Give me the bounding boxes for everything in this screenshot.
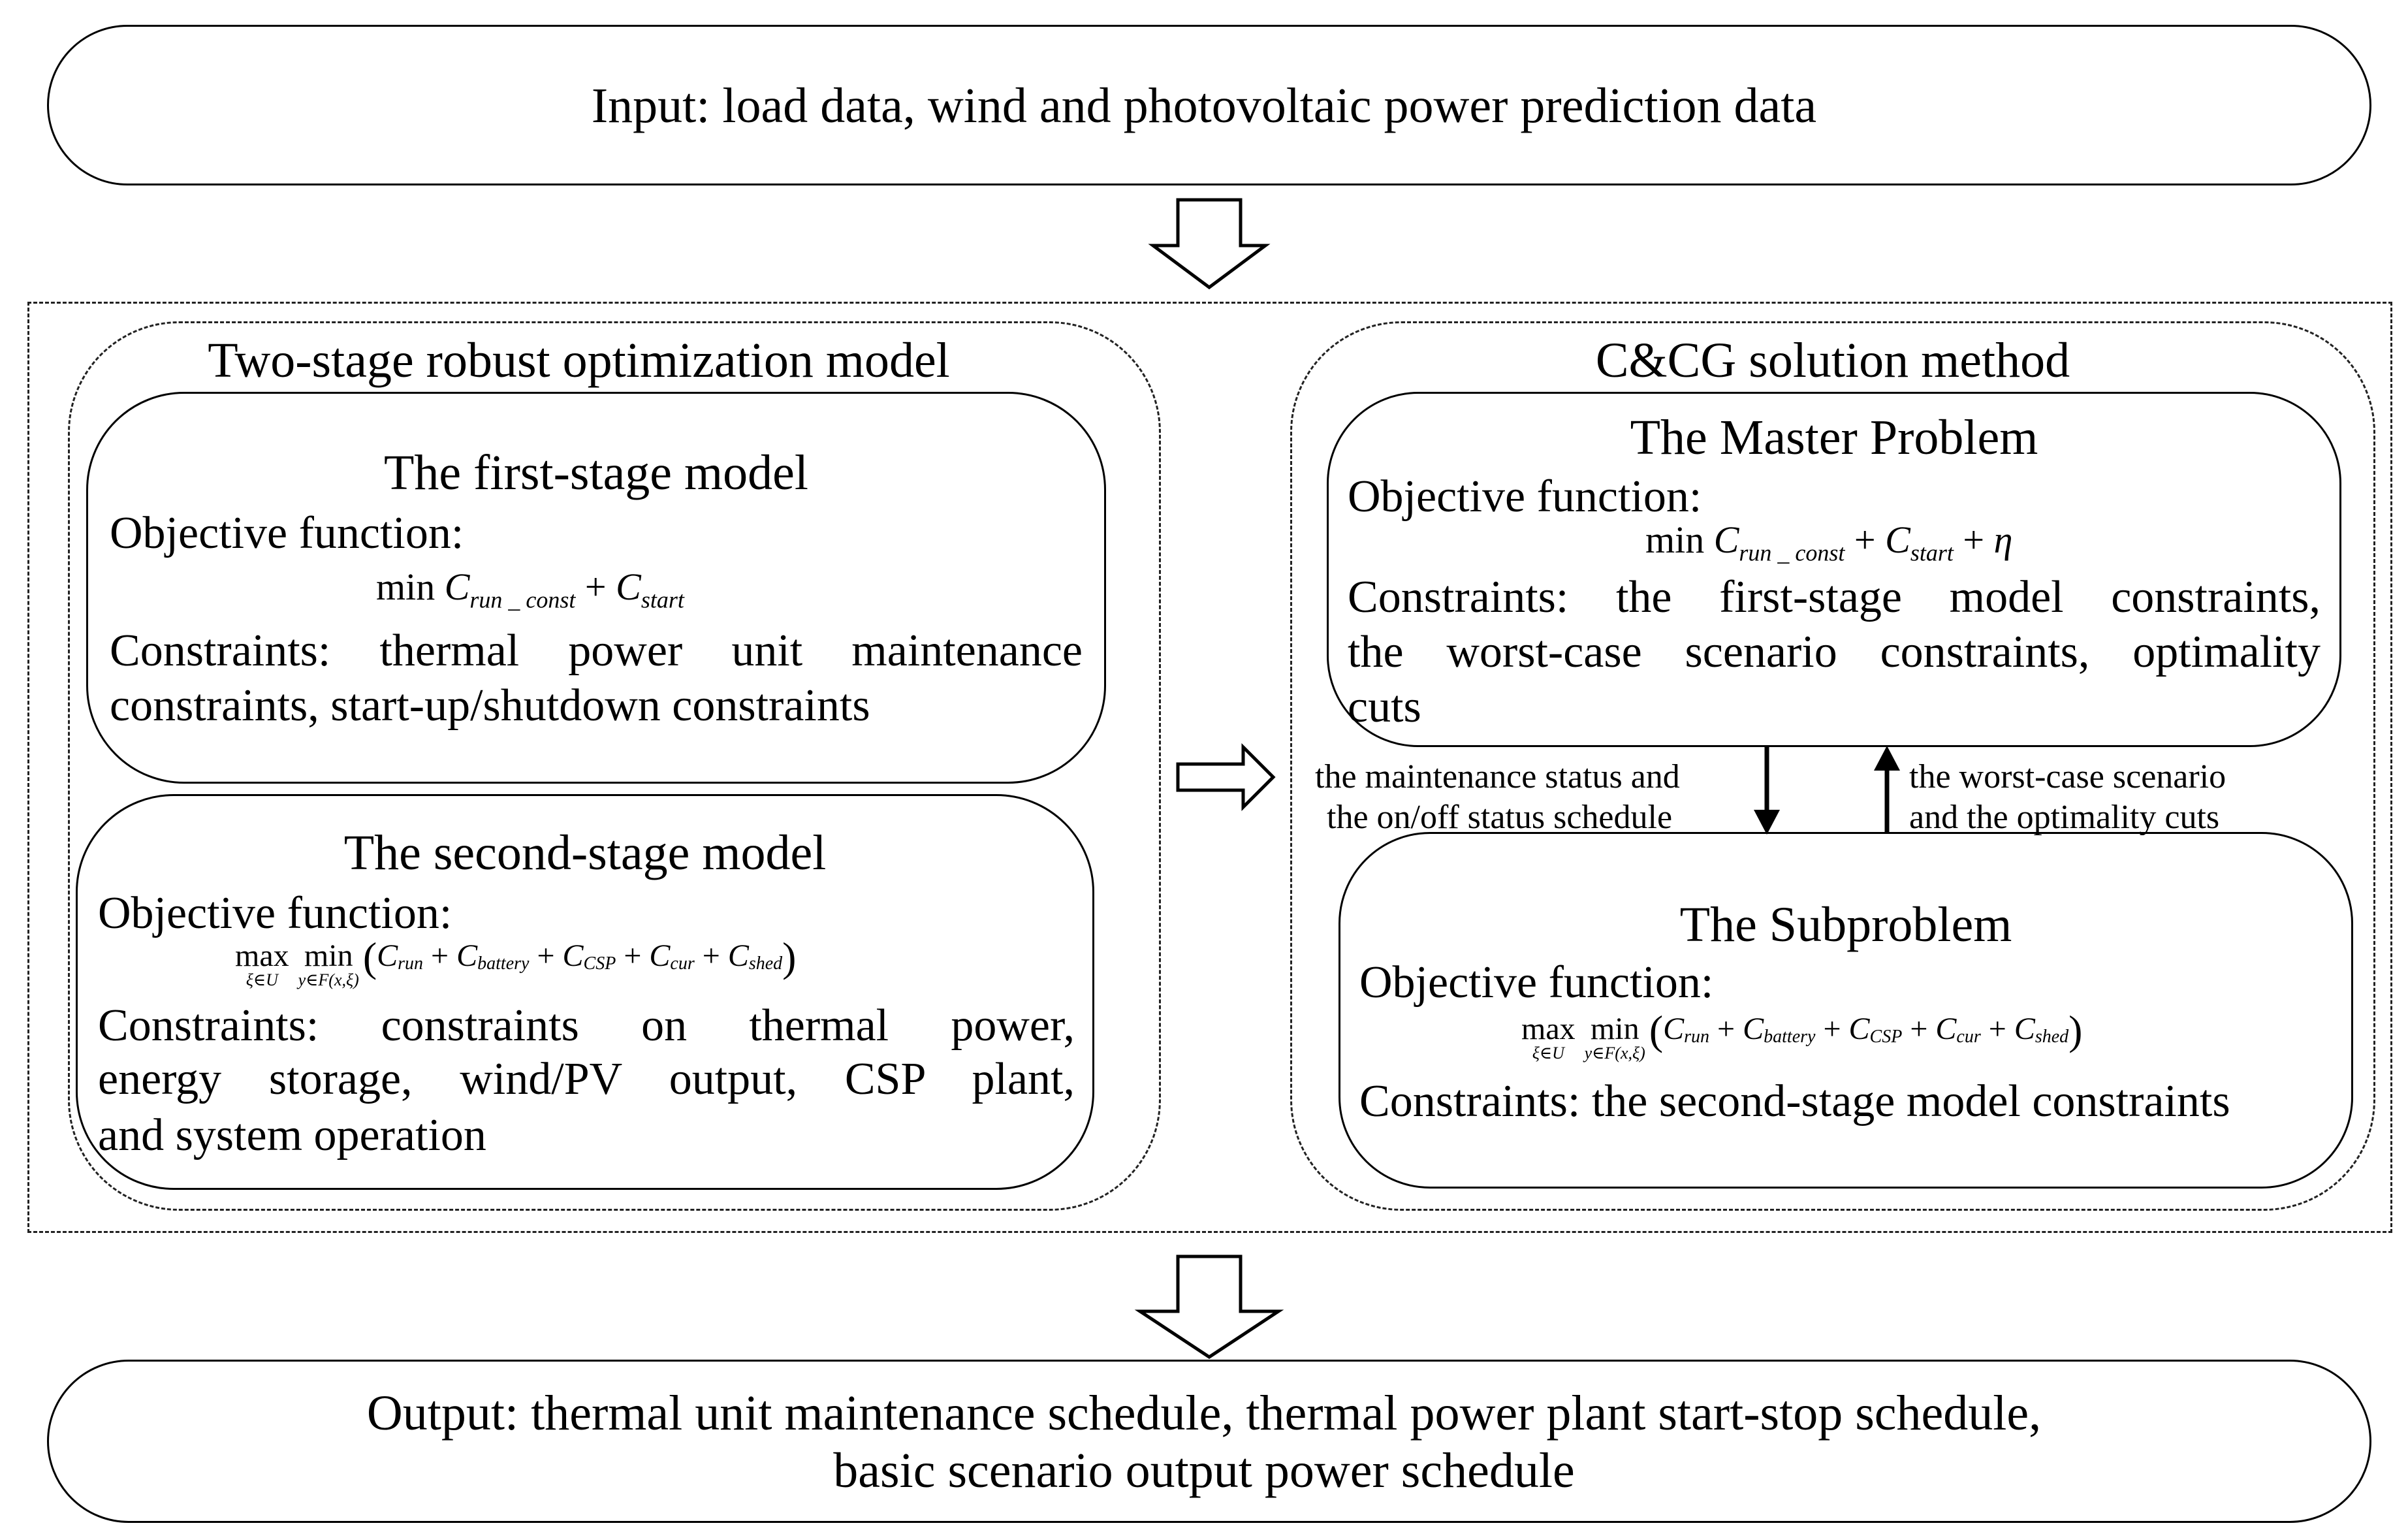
output-box <box>47 1360 2371 1523</box>
master-constraints-line3: cuts <box>1348 682 1421 732</box>
two-stage-model-group <box>68 321 1161 1211</box>
master-constraints-line1: Constraints: the first-stage model const… <box>1348 572 2321 622</box>
second-stage-constraints-line1: Constraints: constraints on thermal powe… <box>98 1000 1075 1051</box>
master-problem-title: The Master Problem <box>1630 410 2038 465</box>
up-arrow-head <box>1874 746 1900 771</box>
second-stage-constraints-line2: energy storage, wind/PV output, CSP plan… <box>98 1054 1075 1104</box>
left-to-right-arrow <box>1176 743 1276 812</box>
main-frame <box>27 302 2392 1233</box>
ccg-solution-group <box>1290 321 2375 1211</box>
subproblem-objective-label: Objective function: <box>1359 957 1714 1008</box>
input-down-arrow <box>1148 198 1271 290</box>
up-arrow-label-line2: and the optimality cuts <box>1909 799 2220 836</box>
first-stage-title: The first-stage model <box>383 445 808 500</box>
output-text-line2: basic scenario output power schedule <box>833 1443 1575 1498</box>
first-stage-formula: min Crun _ const + Cstart <box>376 566 684 613</box>
master-constraints-line2: the worst-case scenario constraints, opt… <box>1348 627 2321 677</box>
second-stage-constraints-line3: and system operation <box>98 1110 486 1160</box>
down-arrow-head <box>1754 810 1780 835</box>
first-stage-constraints-line2: constraints, start-up/shutdown constrain… <box>110 680 870 731</box>
down-arrow-label-line2: the on/off status schedule <box>1327 799 1673 836</box>
second-stage-box <box>76 794 1094 1190</box>
down-arrow-label-line1: the maintenance status and <box>1315 758 1680 795</box>
first-stage-objective-label: Objective function: <box>110 508 464 558</box>
master-objective-label: Objective function: <box>1348 471 1702 522</box>
up-arrow-label-line1: the worst-case scenario <box>1909 758 2226 795</box>
subproblem-title: The Subproblem <box>1679 897 2012 952</box>
input-box <box>47 25 2371 185</box>
output-text-line1: Output: thermal unit maintenance schedul… <box>366 1386 2042 1441</box>
first-stage-constraints-line1: Constraints: thermal power unit maintena… <box>110 626 1083 676</box>
input-text: Input: load data, wind and photovoltaic … <box>591 78 1817 133</box>
master-formula: min Crun _ const + Cstart + η <box>1645 519 2013 566</box>
subproblem-box <box>1339 832 2353 1189</box>
master-problem-box <box>1327 392 2341 747</box>
second-stage-objective-label: Objective function: <box>98 888 452 938</box>
two-stage-model-title: Two-stage robust optimization model <box>208 333 950 388</box>
output-down-arrow <box>1134 1254 1284 1359</box>
first-stage-box <box>86 392 1106 784</box>
ccg-solution-title: C&CG solution method <box>1595 333 2070 388</box>
subproblem-constraints: Constraints: the second-stage model cons… <box>1359 1076 2230 1127</box>
second-stage-title: The second-stage model <box>343 825 827 880</box>
